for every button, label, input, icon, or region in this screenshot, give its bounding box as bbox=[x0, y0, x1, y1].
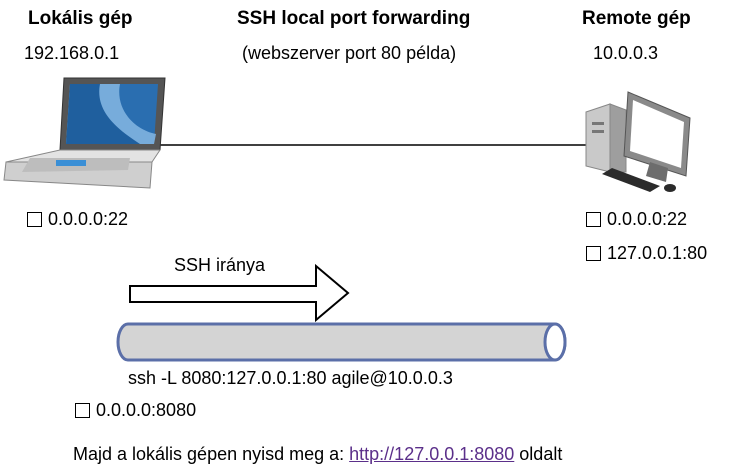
remote-machine-title: Remote gép bbox=[582, 8, 691, 29]
checkbox-icon bbox=[586, 246, 601, 261]
local-port-label: 0.0.0.0:22 bbox=[48, 209, 129, 229]
checkbox-icon bbox=[27, 212, 42, 227]
ssh-command-label: ssh -L 8080:127.0.0.1:80 agile@10.0.0.3 bbox=[128, 368, 453, 388]
remote-machine-ip: 10.0.0.3 bbox=[593, 43, 659, 63]
local-machine-ip: 192.168.0.1 bbox=[24, 43, 120, 63]
desktop-computer-icon bbox=[585, 91, 691, 192]
footer-prefix: Majd a lokális gépen nyisd meg a: bbox=[73, 444, 350, 464]
ssh-direction-label: SSH iránya bbox=[174, 255, 266, 275]
forwarded-port-item: 0.0.0.0:8080 bbox=[75, 400, 196, 421]
footer-suffix: oldalt bbox=[514, 444, 563, 464]
local-port-item: 0.0.0.0:22 bbox=[27, 209, 128, 230]
remote-port-label: 0.0.0.0:22 bbox=[607, 209, 688, 229]
remote-port-label: 127.0.0.1:80 bbox=[607, 243, 708, 263]
diagram-title: SSH local port forwarding bbox=[237, 8, 471, 29]
ssh-direction-arrow bbox=[129, 263, 350, 323]
remote-port-item: 0.0.0.0:22 bbox=[586, 209, 687, 230]
local-machine-title: Lokális gép bbox=[28, 8, 133, 29]
footer-instruction: Majd a lokális gépen nyisd meg a: http:/… bbox=[73, 444, 562, 465]
laptop-icon bbox=[3, 77, 166, 189]
checkbox-icon bbox=[586, 212, 601, 227]
localhost-link[interactable]: http://127.0.0.1:8080 bbox=[349, 444, 515, 464]
ssh-tunnel-cylinder bbox=[116, 322, 567, 362]
checkbox-icon bbox=[75, 403, 90, 418]
diagram-subtitle: (webszerver port 80 példa) bbox=[242, 43, 457, 63]
forwarded-port-label: 0.0.0.0:8080 bbox=[96, 400, 197, 420]
remote-port-item: 127.0.0.1:80 bbox=[586, 243, 707, 264]
